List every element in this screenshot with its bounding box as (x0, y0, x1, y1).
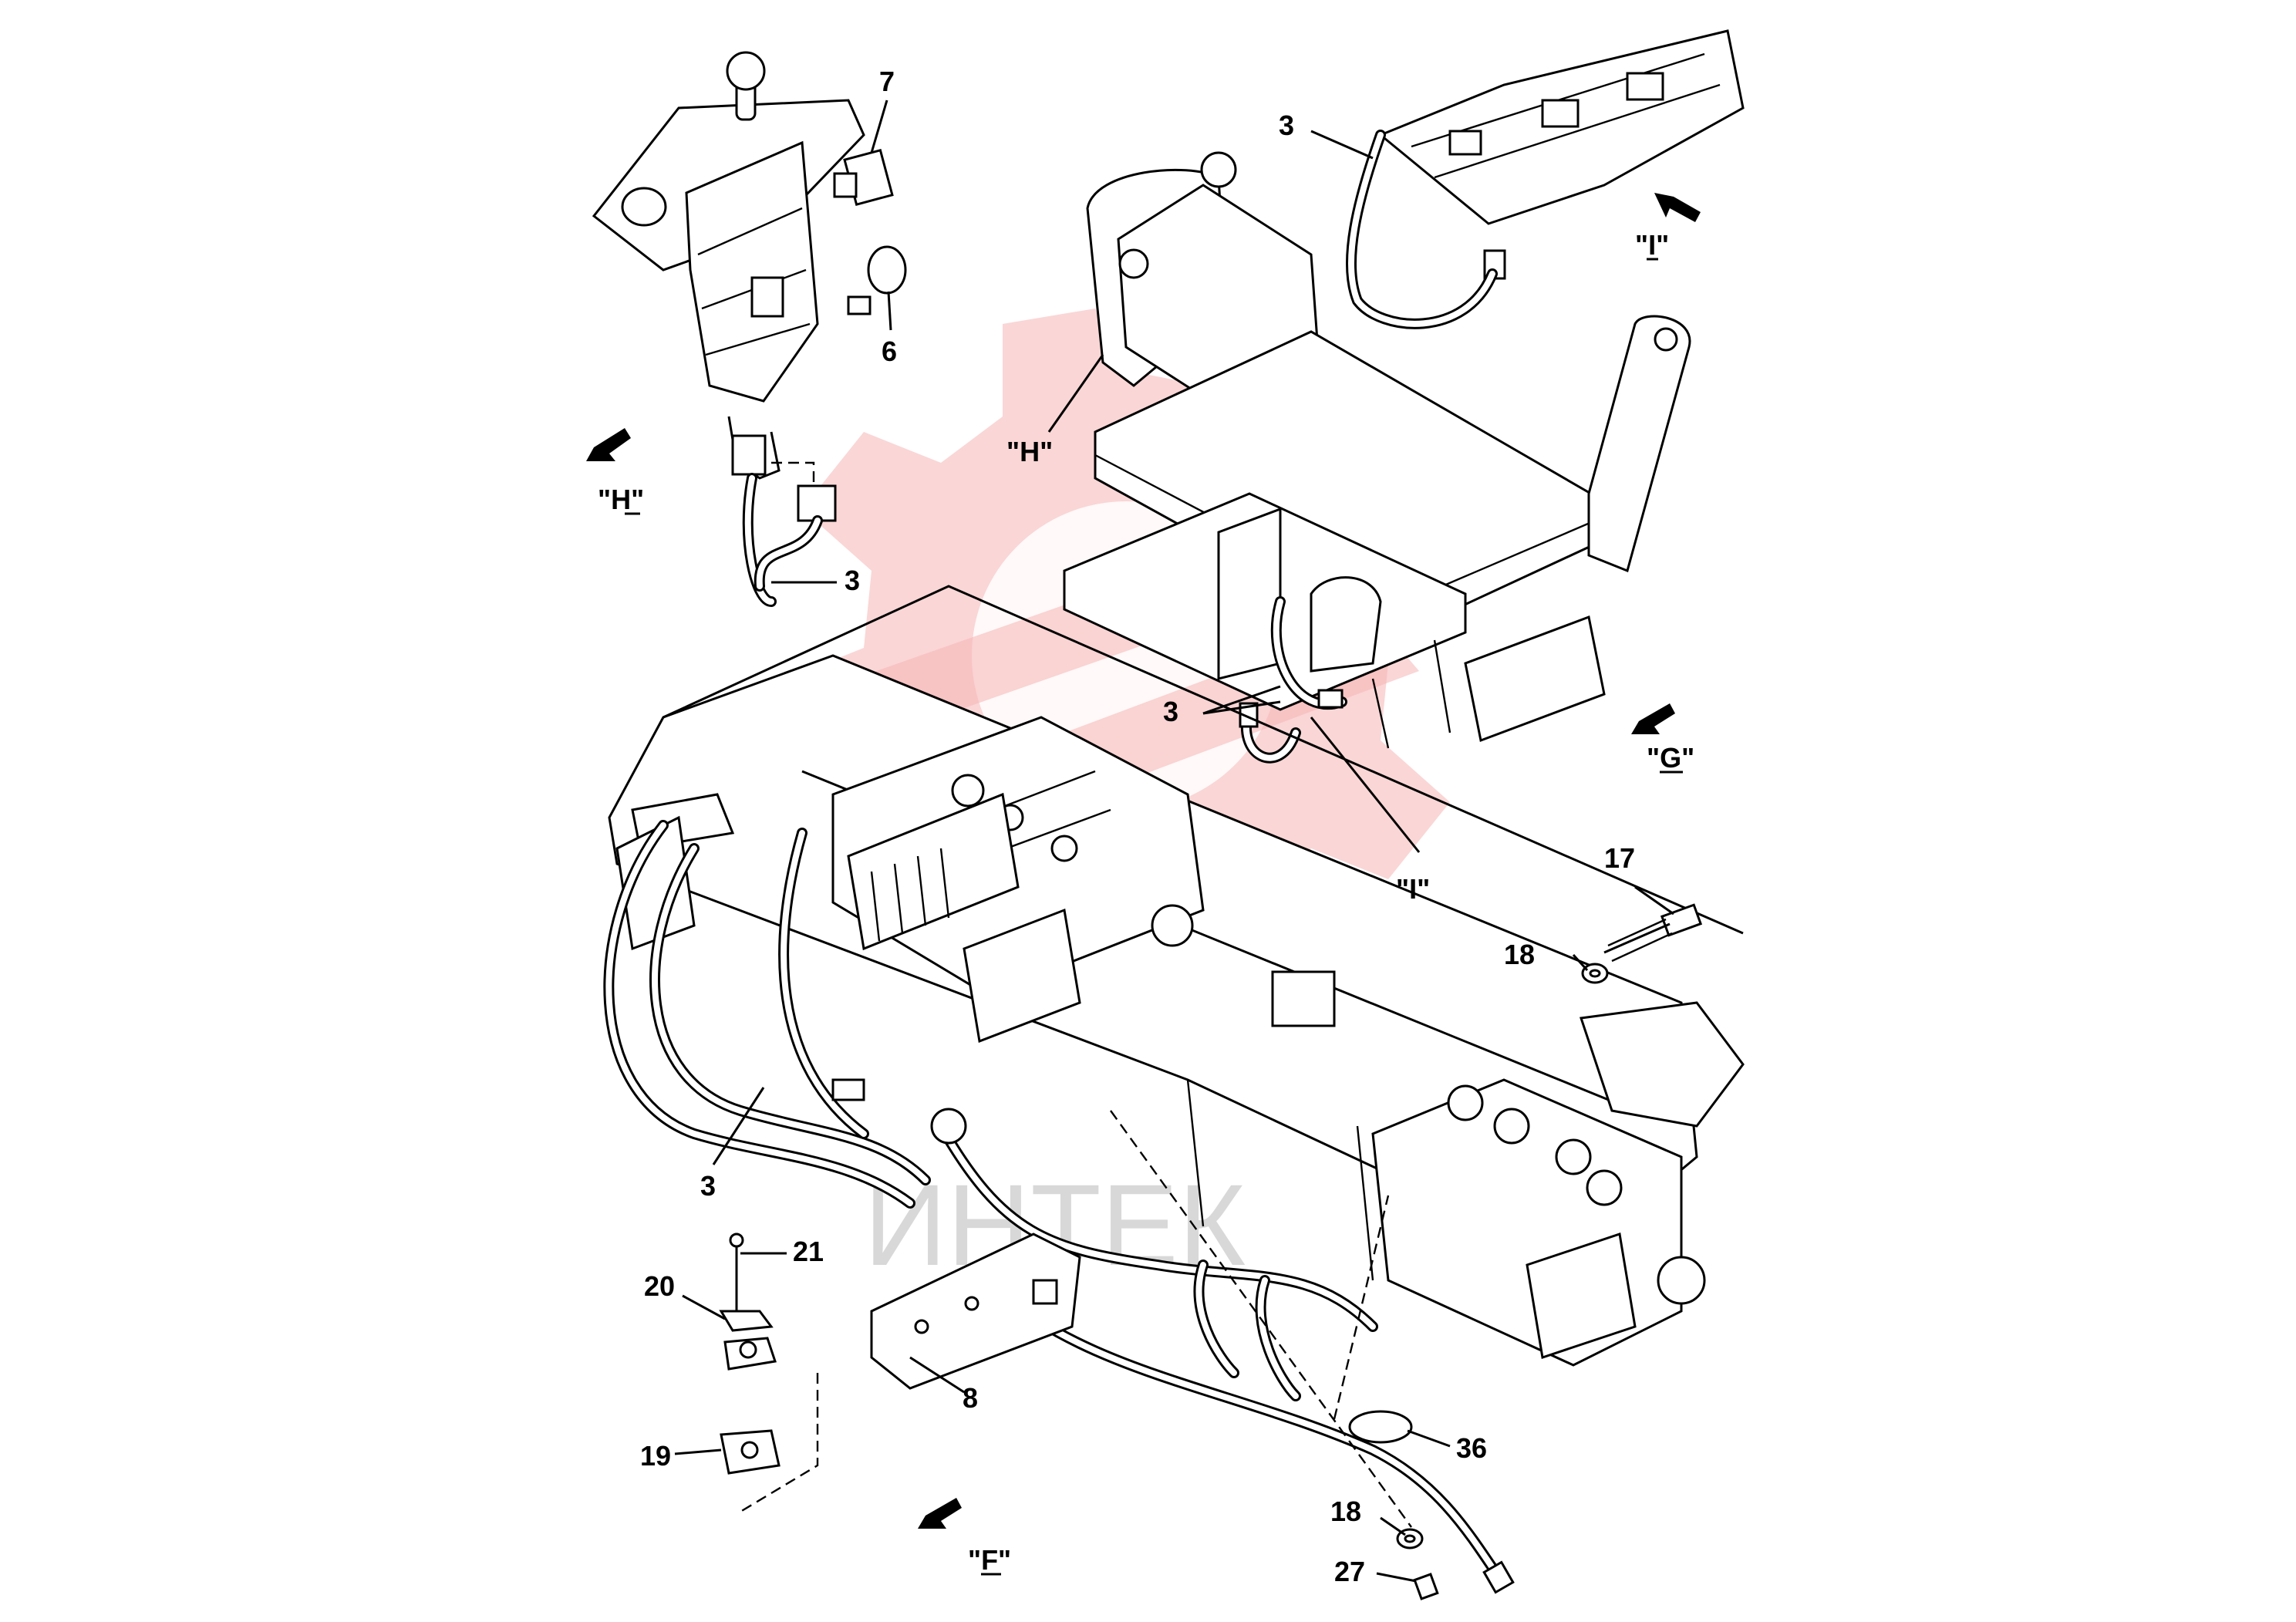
washer-18-right (1581, 963, 1609, 984)
callout-20: 20 (644, 1270, 675, 1302)
callout-36: 36 (1456, 1432, 1487, 1464)
callout-7: 7 (879, 66, 895, 97)
detail-i-panel: "I" (1346, 29, 1745, 329)
view-label-f: "F" (968, 1544, 1011, 1576)
view-label-h: "H" (598, 484, 644, 515)
bolt-27 (1413, 1573, 1439, 1600)
callout-18-right: 18 (1504, 939, 1535, 970)
callout-21: 21 (793, 1236, 824, 1267)
callout-6: 6 (882, 336, 897, 367)
callout-17: 17 (1604, 842, 1635, 874)
callout-3-bottom: 3 (700, 1170, 716, 1202)
callouts: 7 6 3 3 3 3 17 18 21 20 19 8 36 18 27 (640, 66, 1635, 1587)
callout-8: 8 (963, 1382, 978, 1414)
main-frame (608, 585, 1745, 1367)
view-label-g: "G" (1647, 742, 1694, 774)
wire-harness (603, 820, 1515, 1594)
bolt-17 (1603, 903, 1703, 963)
seat-console-assembly (1063, 151, 1691, 764)
control-lever-assembly (592, 51, 907, 607)
callout-27: 27 (1334, 1556, 1365, 1587)
view-label-i: "I" (1635, 229, 1669, 261)
callout-3-top-right: 3 (1279, 110, 1294, 141)
tie-36 (1348, 1410, 1413, 1444)
view-h-marker: "H" (586, 428, 644, 515)
callout-18-bottom: 18 (1330, 1496, 1361, 1527)
callout-3-center: 3 (1163, 696, 1178, 727)
bracket-assembly (870, 1233, 1081, 1390)
view-markers: "H" "I" "G" "F" (918, 436, 1694, 1576)
callout-19: 19 (640, 1440, 671, 1472)
clamp-stack (719, 1233, 819, 1513)
view-ref-h: "H" (1006, 436, 1053, 467)
leader-lines (674, 99, 1674, 1583)
callout-3-top-left: 3 (845, 565, 860, 596)
view-ref-i: "I" (1396, 873, 1430, 905)
